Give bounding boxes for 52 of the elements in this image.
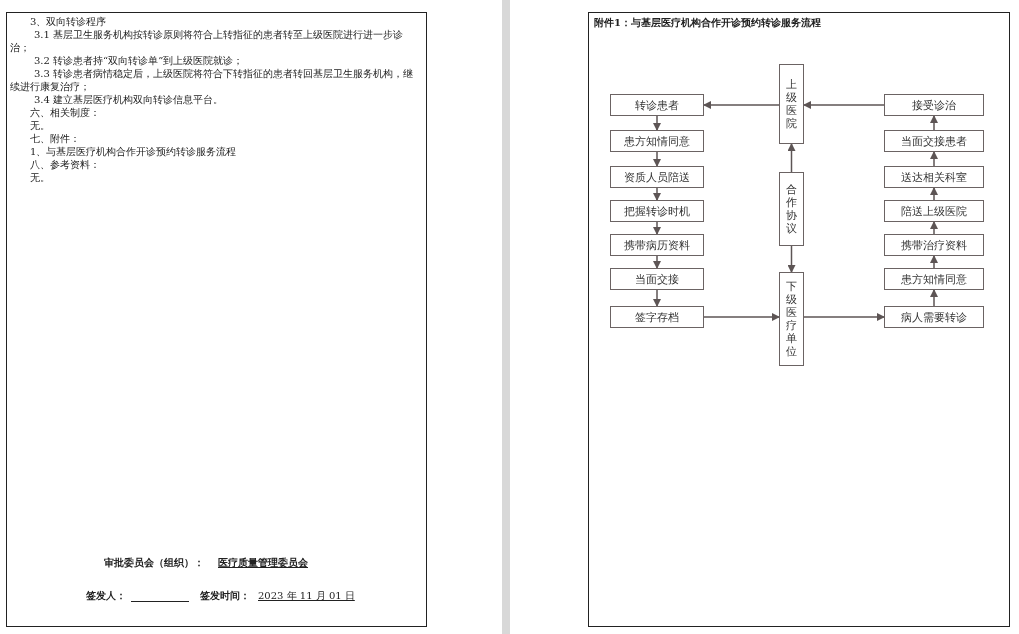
organization-box: 下级医疗单位 xyxy=(779,272,804,366)
process-box: 携带治疗资料 xyxy=(884,234,984,256)
paragraph: 无。 xyxy=(30,119,51,132)
process-box: 把握转诊时机 xyxy=(610,200,704,222)
section-heading: 八、参考资料： xyxy=(30,158,101,171)
process-box: 签字存档 xyxy=(610,306,704,328)
process-box: 转诊患者 xyxy=(610,94,704,116)
arrow xyxy=(787,245,796,273)
section-heading: 六、相关制度： xyxy=(30,106,101,119)
arrow xyxy=(653,289,661,307)
arrow xyxy=(930,221,938,235)
arrow xyxy=(703,101,780,109)
paragraph: 无。 xyxy=(30,171,51,184)
issue-date: 2023 年 11 月 01 日 xyxy=(258,589,355,602)
arrow xyxy=(803,101,885,109)
arrow xyxy=(653,255,661,269)
arrow xyxy=(787,143,796,173)
process-box: 当面交接 xyxy=(610,268,704,290)
arrow xyxy=(653,187,661,201)
process-box: 当面交接患者 xyxy=(884,130,984,152)
arrow xyxy=(703,313,780,321)
arrow xyxy=(653,221,661,235)
paragraph: 3.4 建立基层医疗机构双向转诊信息平台。 xyxy=(33,93,225,106)
paragraph: 3.2 转诊患者持“双向转诊单”到上级医院就诊； xyxy=(33,54,245,67)
page-title: 附件1：与基层医疗机构合作开诊预约转诊服务流程 xyxy=(594,16,821,29)
paragraph: 3.3 转诊患者病情稳定后，上级医院将符合下转指征的患者转回基层卫生服务机构，继续进行康复治疗； xyxy=(10,67,415,93)
organization-box: 上级医院 xyxy=(779,64,804,144)
signer-label: 签发人： xyxy=(86,589,126,602)
process-box: 陪送上级医院 xyxy=(884,200,984,222)
section-heading: 3、双向转诊程序 xyxy=(30,15,108,28)
issue-date-label: 签发时间： xyxy=(200,589,250,602)
process-box: 资质人员陪送 xyxy=(610,166,704,188)
process-box: 携带病历资料 xyxy=(610,234,704,256)
arrow xyxy=(930,255,938,269)
arrow xyxy=(930,151,938,167)
organization-box: 合作协议 xyxy=(779,172,804,246)
paragraph: 1、与基层医疗机构合作开诊预约转诊服务流程 xyxy=(30,145,238,158)
arrow xyxy=(930,187,938,201)
process-box: 患方知情同意 xyxy=(884,268,984,290)
section-heading: 七、附件： xyxy=(30,132,81,145)
arrow xyxy=(653,151,661,167)
arrow xyxy=(653,115,661,131)
arrow xyxy=(930,289,938,307)
paragraph: 3.1 基层卫生服务机构按转诊原则将符合上转指征的患者转至上级医院进行进一步诊治； xyxy=(10,28,405,54)
process-box: 病人需要转诊 xyxy=(884,306,984,328)
committee-name: 医疗质量管理委员会 xyxy=(218,556,308,569)
process-box: 接受诊治 xyxy=(884,94,984,116)
process-box: 送达相关科室 xyxy=(884,166,984,188)
process-box: 患方知情同意 xyxy=(610,130,704,152)
arrow xyxy=(930,115,938,131)
approval-label: 审批委员会（组织）： xyxy=(104,556,204,569)
arrow xyxy=(803,313,885,321)
